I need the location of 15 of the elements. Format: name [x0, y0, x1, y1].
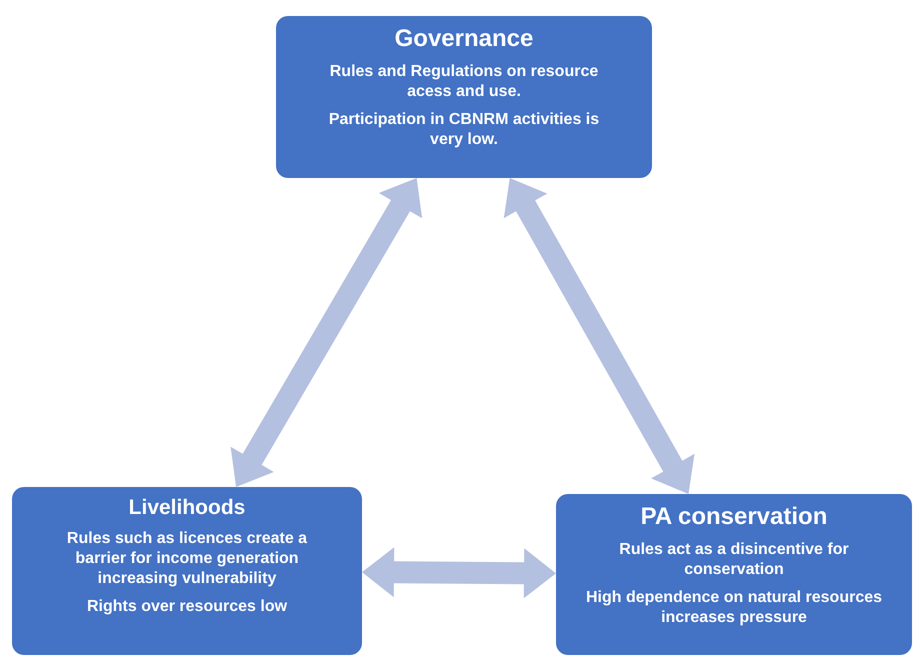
box-text: Rules such as licences create a barrier for income generation increasing vulnerability: [66, 529, 308, 590]
box-text: Participation in CBNRM activities is very low.: [328, 110, 600, 150]
box-text: Rights over resources low: [86, 597, 288, 618]
text-box: [276, 16, 652, 178]
text-box: [12, 487, 362, 655]
box-heading: PA conservation: [640, 502, 828, 532]
box-heading: Livelihoods: [128, 495, 246, 521]
double-arrow: [230, 178, 422, 487]
box-text: Rules act as a disincentive for conservation: [618, 540, 850, 580]
box-text: Rules and Regulations on resource acess and use.: [328, 62, 600, 102]
box-text: High dependence on natural resources increases pressure: [584, 588, 884, 628]
box-heading: Governance: [394, 24, 534, 54]
double-arrow: [362, 547, 556, 598]
double-arrow: [504, 178, 694, 494]
text-box: [556, 494, 912, 655]
